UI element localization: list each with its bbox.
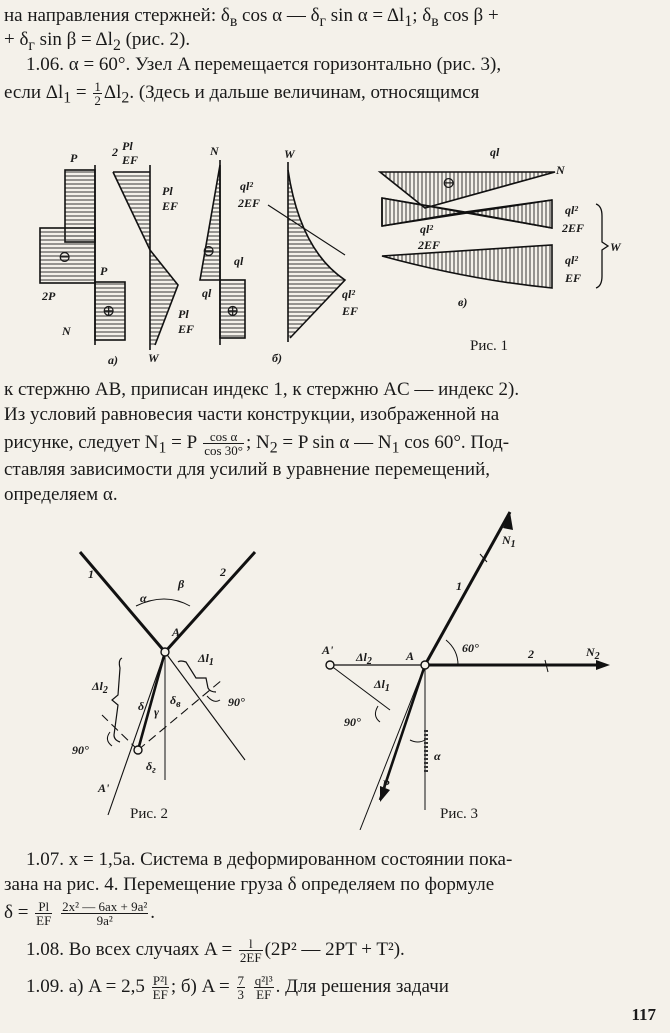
label-ql-b: ql bbox=[234, 254, 244, 268]
fig2-label-dl2: Δl2 bbox=[91, 679, 108, 696]
label-EF-mid: EF bbox=[161, 199, 178, 213]
label-2: 2 bbox=[111, 145, 118, 159]
diagram-v bbox=[377, 171, 610, 289]
para-line-4: ставляя зависимости для усилий в уравнен… bbox=[4, 459, 491, 480]
fig3-label-alpha: α bbox=[434, 749, 441, 763]
page-number: 117 bbox=[631, 1005, 656, 1024]
label-Pl-top: Pl bbox=[122, 139, 133, 153]
label-EF-bot: EF bbox=[177, 322, 194, 336]
fig3-label-N1: N1 bbox=[501, 533, 516, 550]
label-Pl-mid: Pl bbox=[162, 184, 173, 198]
label-N: N bbox=[61, 324, 72, 338]
text-line-3: 1.06. α = 60°. Узел A перемещается гориз… bbox=[26, 54, 502, 75]
figures-2-3: 1 2 α β A Δl1 Δl2 δ γ δв 90° 90° δг A' Р… bbox=[72, 511, 610, 830]
label-ql-f: ql bbox=[490, 145, 500, 159]
plus-sign: ⊕ bbox=[102, 303, 115, 320]
diagram-b-displacement bbox=[267, 162, 347, 342]
para-line-2: Из условий равновесия части конструкции,… bbox=[4, 404, 500, 425]
minus-sign-3: ⊖ bbox=[442, 175, 455, 192]
figure-3-caption: Рис. 3 bbox=[440, 806, 478, 822]
fig2-label-90-right: 90° bbox=[228, 695, 245, 709]
fig3-label-Aprime: A' bbox=[321, 643, 334, 657]
fig2-label-dv: δв bbox=[170, 693, 181, 710]
q-line-1: 1.07. x = 1,5a. Система в деформированно… bbox=[26, 849, 513, 870]
para-line-5: определяем α. bbox=[4, 484, 118, 505]
label-EF-a: 2EF bbox=[237, 196, 260, 210]
figure-1: P ⊖ 2P P ⊕ N а) 2 Pl EF Pl EF Pl EF W N … bbox=[39, 139, 622, 367]
para-line-1: к стержню AB, приписан индекс 1, к стерж… bbox=[4, 379, 520, 400]
fig2-label-dg: δг bbox=[146, 759, 156, 776]
fig2-label-1: 1 bbox=[88, 567, 94, 581]
figure-3 bbox=[325, 511, 610, 830]
label-ql-g: ql² bbox=[565, 203, 578, 217]
fig2-label-beta: β bbox=[177, 577, 185, 591]
text-line-1: на направления стержней: δв cos α — δг s… bbox=[4, 5, 499, 30]
fig2-label-alpha: α bbox=[140, 591, 147, 605]
fig2-label-Aprime: A' bbox=[97, 781, 110, 795]
fig2-label-2: 2 bbox=[219, 565, 226, 579]
figure-2-caption: Рис. 2 bbox=[130, 806, 168, 822]
fig2-label-dl1: Δl1 bbox=[197, 651, 214, 668]
label-EF-g: 2EF bbox=[561, 221, 584, 235]
label-ql-a: ql² bbox=[240, 179, 253, 193]
fig3-label-90: 90° bbox=[344, 715, 361, 729]
label-b: б) bbox=[272, 351, 282, 365]
label-EF-i: EF bbox=[564, 271, 581, 285]
label-P: P bbox=[70, 151, 78, 165]
label-a: а) bbox=[108, 353, 118, 367]
diagram-b-normal-force bbox=[199, 160, 246, 345]
label-ql-h: ql² bbox=[420, 222, 433, 236]
minus-sign-2: ⊖ bbox=[202, 243, 215, 260]
fig3-label-dl2: Δl2 bbox=[355, 650, 372, 667]
label-EF-h: 2EF bbox=[417, 238, 440, 252]
fig3-label-N2: N2 bbox=[585, 645, 600, 662]
label-N-3: N bbox=[555, 163, 566, 177]
fig2-label-gamma: γ bbox=[154, 705, 159, 719]
q-line-2: зана на рис. 4. Перемещение груза δ опре… bbox=[4, 874, 495, 895]
diagram-a-normal-force bbox=[39, 165, 126, 345]
label-2P: 2P bbox=[41, 289, 56, 303]
label-ql-i: ql² bbox=[565, 253, 578, 267]
fig2-label-A: A bbox=[171, 625, 180, 639]
fig3-label-1: 1 bbox=[456, 579, 462, 593]
minus-sign: ⊖ bbox=[58, 249, 71, 266]
label-W-3: W bbox=[610, 240, 622, 254]
label-P-2: P bbox=[100, 264, 108, 278]
label-v: в) bbox=[458, 295, 467, 309]
fig3-label-dl1: Δl1 bbox=[373, 677, 390, 694]
fig3-label-A: A bbox=[405, 649, 414, 663]
fig3-label-60: 60° bbox=[462, 641, 479, 655]
label-EF-e: EF bbox=[341, 304, 358, 318]
label-N-2: N bbox=[209, 144, 220, 158]
fig3-label-P: P bbox=[382, 777, 390, 791]
fig3-label-2: 2 bbox=[527, 647, 534, 661]
label-W-2: W bbox=[284, 147, 296, 161]
fig2-label-delta: δ bbox=[138, 699, 144, 713]
plus-sign-2: ⊕ bbox=[226, 303, 239, 320]
label-ql-c: ql bbox=[202, 286, 212, 300]
text-line-2: + δг sin β = Δl2 (рис. 2). bbox=[4, 29, 191, 54]
label-W-1: W bbox=[148, 351, 160, 365]
figure-2 bbox=[78, 550, 257, 816]
label-ql-e: ql² bbox=[342, 287, 355, 301]
fig2-label-90-left: 90° bbox=[72, 743, 89, 757]
diagram-a-displacement bbox=[112, 165, 179, 350]
label-Pl-bot: Pl bbox=[178, 307, 189, 321]
label-EF-top: EF bbox=[121, 153, 138, 167]
figure-1-caption: Рис. 1 bbox=[470, 338, 508, 354]
